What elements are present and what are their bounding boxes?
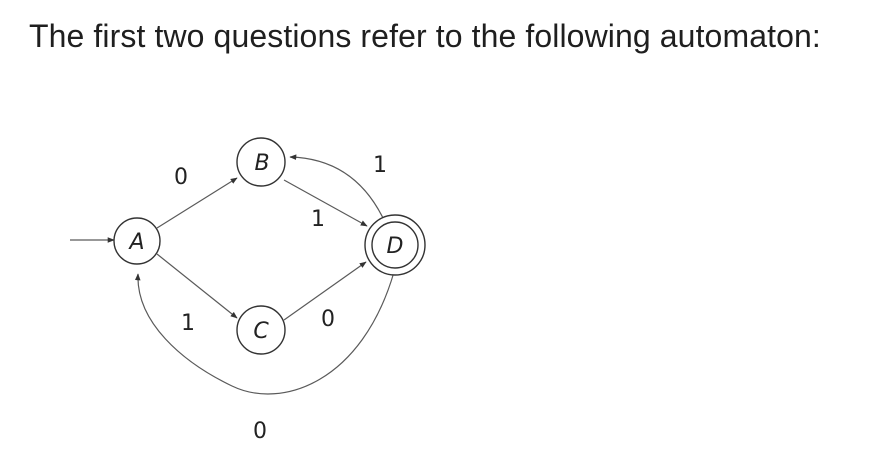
- edge-d-b: [289, 154, 384, 219]
- label-a-c: 1: [181, 311, 195, 336]
- label-d-a: 0: [253, 419, 267, 444]
- state-c-label: C: [253, 319, 269, 344]
- edge-d-a: [134, 271, 395, 395]
- state-d: D: [364, 214, 426, 276]
- label-b-d: 1: [311, 207, 325, 232]
- intro-text: The first two questions refer to the fol…: [29, 18, 821, 54]
- state-b: B: [236, 137, 286, 187]
- edge-b-d: [283, 179, 368, 227]
- edge-c-d: [283, 261, 367, 321]
- state-d-label: D: [387, 234, 404, 259]
- label-a-b: 0: [174, 165, 188, 190]
- state-b-label: B: [254, 151, 269, 176]
- edge-a-c: [156, 253, 238, 319]
- edge-a-b: [156, 177, 238, 229]
- state-a: A: [113, 217, 161, 265]
- label-d-b: 1: [373, 153, 387, 178]
- state-a-label: A: [127, 230, 144, 255]
- label-c-d: 0: [321, 307, 335, 332]
- state-c: C: [236, 305, 286, 355]
